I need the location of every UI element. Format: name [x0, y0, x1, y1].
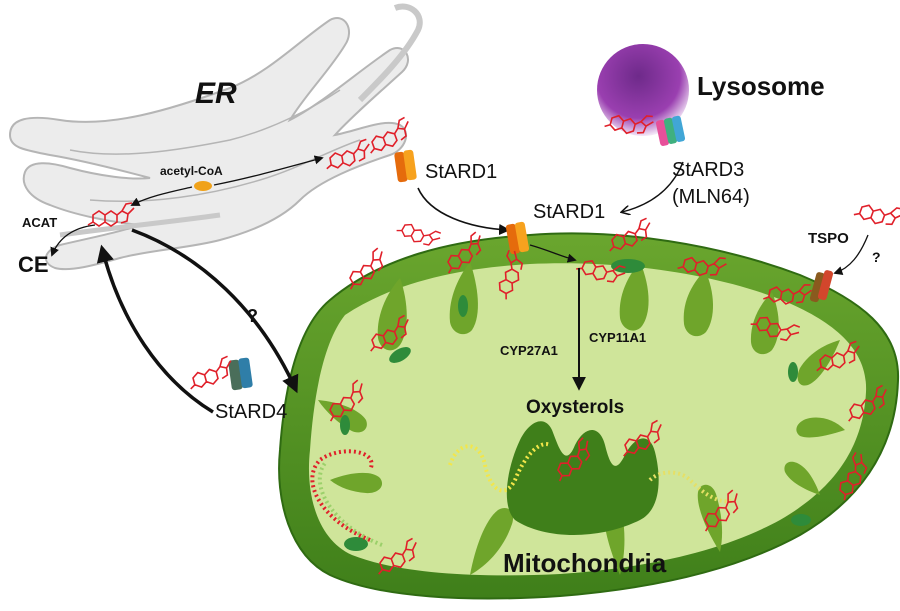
- cristae-cluster: [506, 421, 659, 535]
- acetyl-coa-blob: [194, 181, 212, 191]
- mitochondria-label: Mitochondria: [503, 548, 667, 578]
- ce-question-mark: ?: [247, 306, 258, 326]
- stard1-mito-protein: [505, 221, 530, 255]
- oxysterols-label: Oxysterols: [526, 397, 624, 418]
- matrix-granules: [340, 259, 811, 551]
- cholesterol-tspo: [852, 193, 900, 233]
- lysosome-label: Lysosome: [697, 71, 825, 101]
- stard4-protein: [228, 357, 253, 391]
- tspo-label: TSPO: [808, 230, 849, 247]
- mitochondrion: [278, 232, 900, 600]
- membrane-track-yellow: [448, 442, 551, 493]
- cholesterol-free-1: [395, 212, 444, 253]
- arrow-er-to-mito-big: [131, 228, 299, 394]
- cyp27a1-label: CYP27A1: [500, 343, 558, 358]
- stard3-label: StARD3: [672, 159, 744, 181]
- arrow-er-to-mito: [417, 187, 511, 236]
- arrow-acetyl-right: [213, 155, 324, 186]
- stard4-label: StARD4: [215, 401, 287, 423]
- cyp11a1-label: CYP11A1: [589, 330, 646, 345]
- cristae: [318, 262, 845, 575]
- arrow-lyso-to-mito: [622, 161, 684, 212]
- cholesterol-stard4: [184, 354, 237, 391]
- stard3-protein: [655, 115, 686, 146]
- stard1-er-label: StARD1: [425, 161, 497, 183]
- arrow-acetyl-left: [130, 186, 193, 206]
- tspo-protein: [809, 270, 834, 303]
- arrow-acat-ce: [50, 224, 96, 257]
- er-network: [8, 3, 423, 271]
- membrane-track-green: [317, 460, 383, 547]
- acetyl-coa-label: acetyl-CoA: [160, 164, 223, 178]
- er-label: ER: [195, 77, 237, 110]
- stard1-mito-label: StARD1: [533, 201, 605, 223]
- membrane-track-red: [310, 449, 374, 542]
- arrow-stard4-to-er: [96, 244, 214, 414]
- acat-label: ACAT: [22, 215, 57, 230]
- stard1-er-protein: [394, 149, 417, 183]
- ce-label: CE: [18, 252, 49, 277]
- arrow-stard1-inner: [529, 244, 577, 263]
- arrow-tspo: [833, 234, 869, 276]
- lysosome: [597, 44, 689, 136]
- tspo-question-mark: ?: [872, 249, 881, 265]
- mln64-label: (MLN64): [672, 186, 750, 208]
